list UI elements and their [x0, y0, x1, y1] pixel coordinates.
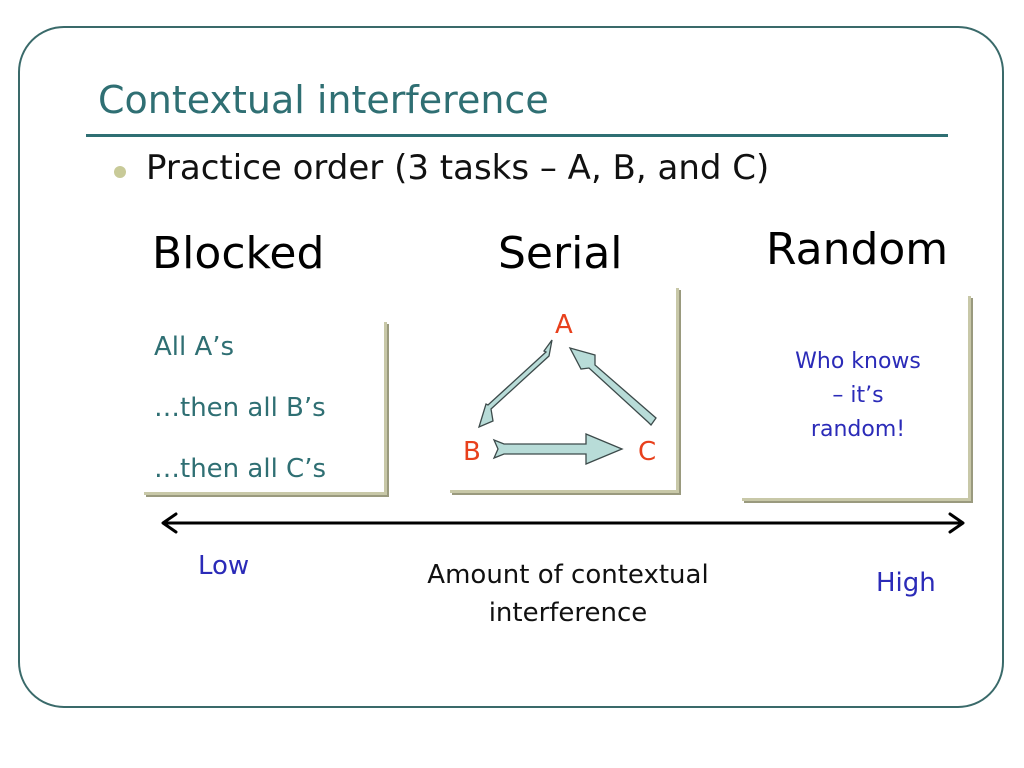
arrow-b-to-c: [492, 433, 624, 465]
arrow-c-to-a: [568, 346, 657, 427]
blocked-line-2: …then all B’s: [154, 393, 326, 423]
axis-caption: Amount of contextual interference: [380, 556, 756, 632]
scale-low-label: Low: [198, 551, 250, 581]
node-c: C: [638, 437, 657, 467]
scale-high-label: High: [876, 568, 936, 598]
heading-blocked: Blocked: [152, 228, 325, 279]
blocked-line-3: …then all C’s: [154, 454, 327, 484]
bullet-icon: [114, 166, 126, 178]
arrow-a-to-b: [477, 339, 553, 429]
bullet-text: Practice order (3 tasks – A, B, and C): [146, 148, 770, 188]
random-box: [742, 296, 971, 501]
random-text-line-1: Who knows: [795, 349, 921, 374]
node-a: A: [555, 310, 573, 340]
random-text-line-3: random!: [810, 417, 906, 442]
slide-frame: [18, 26, 1004, 708]
axis-caption-line-1: Amount of contextual: [427, 560, 709, 590]
axis-caption-line-2: interference: [488, 598, 648, 628]
heading-random: Random: [766, 224, 949, 275]
slide-title: Contextual interference: [98, 78, 549, 122]
node-b: B: [463, 437, 481, 467]
serial-box: [450, 288, 679, 493]
blocked-box: [144, 322, 387, 495]
random-text: Who knows – it’s random!: [745, 345, 971, 447]
random-text-line-2: – it’s: [832, 383, 884, 408]
heading-serial: Serial: [498, 228, 623, 279]
blocked-line-1: All A’s: [154, 332, 235, 362]
axis-arrow: [161, 512, 965, 534]
title-divider: [86, 134, 948, 137]
